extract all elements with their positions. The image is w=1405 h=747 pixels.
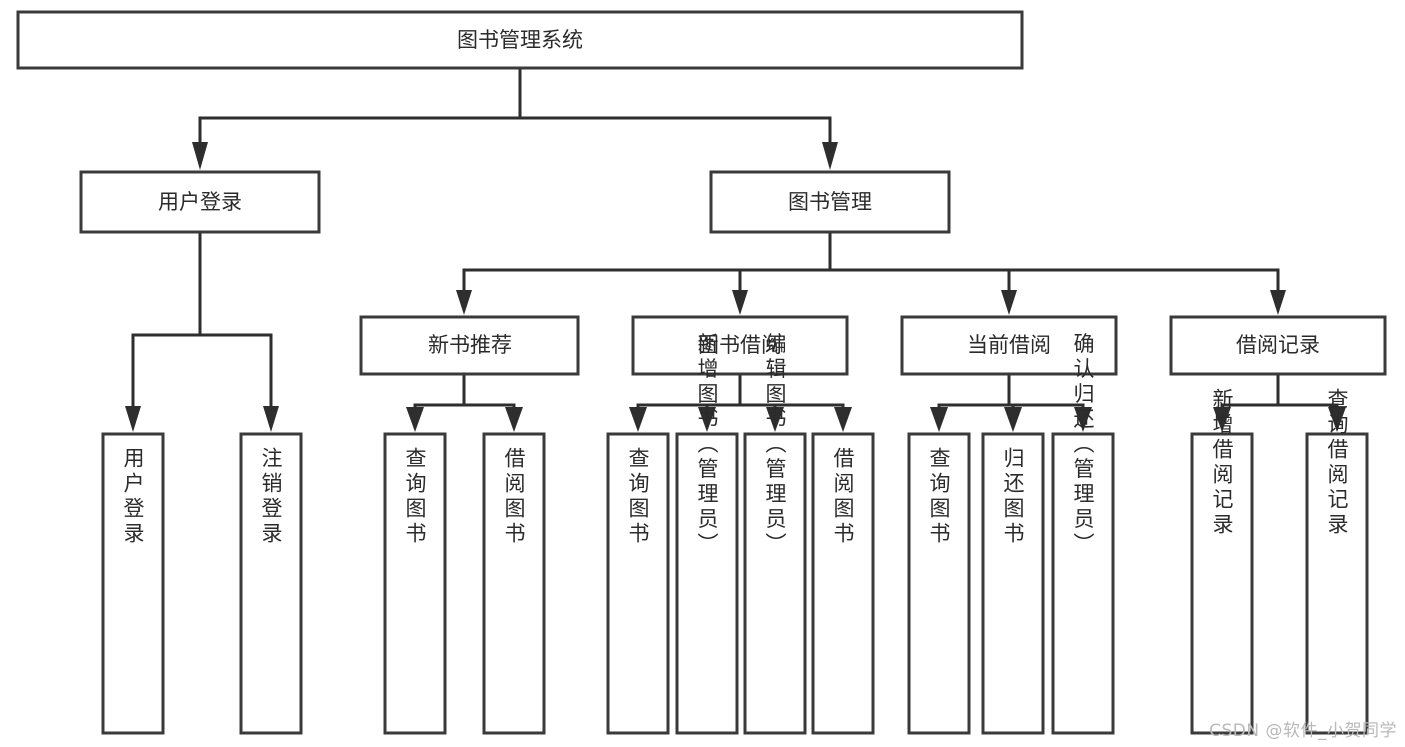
arrowhead-leaf-confirm-return [1074,407,1092,432]
node-leaf-confirm-return[interactable]: 确认归还（管理员） [1051,333,1115,735]
arrowhead-user-login [192,142,208,170]
arrowhead-leaf-edit-book [766,407,784,432]
node-leaf-query-book-2[interactable]: 查询图书 [606,432,670,735]
node-leaf-add-record[interactable]: 新增借阅记录 [1190,388,1254,735]
node-leaf-add-book[interactable]: 新增图书（管理员） [675,333,739,735]
node-user-login-label: 用户登录 [158,190,242,214]
node-root-label: 图书管理系统 [457,28,583,52]
connector-layer [125,66,1346,432]
arrowhead-leaf-user-login [125,406,141,432]
node-current-borrow[interactable]: 当前借阅 [900,315,1118,376]
arrowhead-leaf-add-book [698,407,716,432]
arrowhead-leaf-query-record [1328,407,1346,432]
node-leaf-query-book-2-label: 查询图书 [626,447,650,547]
node-new-book-rec[interactable]: 新书推荐 [359,315,580,376]
arrowhead-leaf-query-book-2 [629,407,647,432]
node-leaf-query-record-label: 查询借阅记录 [1325,388,1349,538]
node-leaf-add-record-label: 新增借阅记录 [1210,388,1234,538]
arrowhead-leaf-add-record [1213,407,1231,432]
node-book-borrow-label: 图书借阅 [698,333,782,357]
node-current-borrow-label: 当前借阅 [967,333,1051,357]
arrowhead-new-book-rec [456,290,472,315]
node-leaf-query-record[interactable]: 查询借阅记录 [1305,388,1369,735]
node-leaf-query-book-1-label: 查询图书 [403,447,427,547]
node-layer: 图书管理系统 用户登录 图书管理 新书推荐 图书借阅 [16,10,1387,735]
node-new-book-rec-label: 新书推荐 [428,333,512,357]
node-leaf-borrow-book-2-label: 借阅图书 [831,447,855,547]
arrowhead-leaf-borrow-book-1 [505,407,523,432]
arrowhead-book-borrow [732,290,748,315]
arrowhead-borrow-record [1270,290,1286,315]
node-leaf-return-book[interactable]: 归还图书 [981,432,1045,735]
node-leaf-add-book-label: 新增图书（管理员） [695,333,719,558]
node-leaf-query-book-3-label: 查询图书 [927,447,951,547]
node-leaf-borrow-book-1[interactable]: 借阅图书 [482,432,546,735]
node-leaf-logout-label: 注销登录 [259,447,283,547]
arrowhead-leaf-query-book-1 [406,407,424,432]
arrowhead-leaf-return-book [1004,407,1022,432]
node-leaf-query-book-1[interactable]: 查询图书 [383,432,447,735]
node-borrow-record-label: 借阅记录 [1236,333,1320,357]
arrowhead-book-manage [822,142,838,170]
node-leaf-confirm-return-label: 确认归还（管理员） [1071,333,1095,558]
node-book-manage-label: 图书管理 [788,190,872,214]
node-leaf-return-book-label: 归还图书 [1001,447,1025,547]
node-leaf-edit-book-label: 编辑图书（管理员） [763,333,787,558]
node-book-manage[interactable]: 图书管理 [709,170,951,234]
node-user-login[interactable]: 用户登录 [79,170,321,234]
node-leaf-user-login-label: 用户登录 [121,447,145,547]
node-leaf-user-login[interactable]: 用户登录 [101,432,165,735]
node-root[interactable]: 图书管理系统 [16,10,1024,70]
node-leaf-edit-book[interactable]: 编辑图书（管理员） [743,333,807,735]
node-leaf-borrow-book-1-label: 借阅图书 [502,447,526,547]
node-leaf-query-book-3[interactable]: 查询图书 [907,432,971,735]
arrowhead-current-borrow [1001,290,1017,315]
arrowhead-leaf-query-book-3 [930,407,948,432]
node-leaf-logout[interactable]: 注销登录 [239,432,303,735]
arrowhead-leaf-borrow-book-2 [834,407,852,432]
node-book-borrow[interactable]: 图书借阅 [631,315,849,376]
arrowhead-leaf-logout [263,406,279,432]
node-borrow-record[interactable]: 借阅记录 [1169,315,1387,376]
node-leaf-borrow-book-2[interactable]: 借阅图书 [811,432,875,735]
